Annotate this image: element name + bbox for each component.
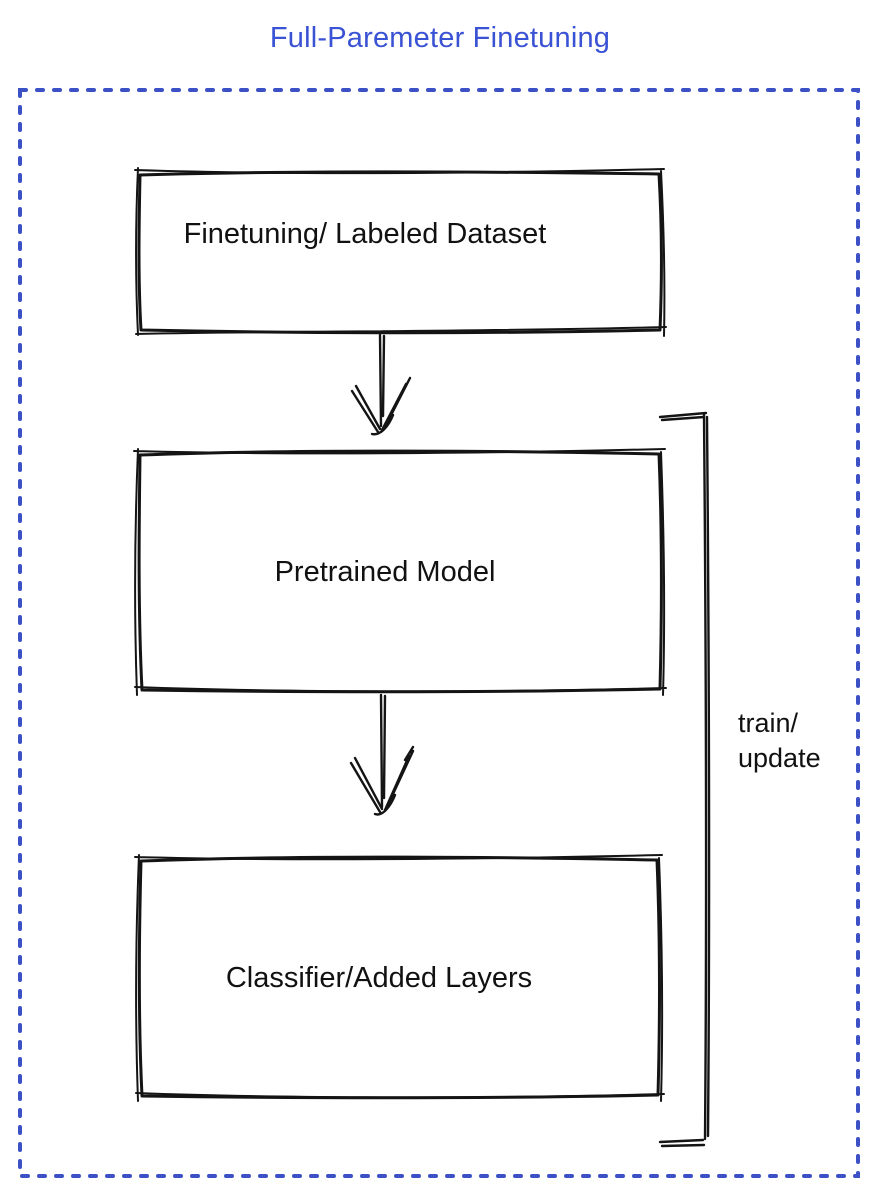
pretrained-model-box-sketch-lines — [133, 448, 667, 696]
diagram-title: Full-Paremeter Finetuning — [269, 22, 611, 54]
dataset-box — [134, 167, 667, 337]
bracket-top-tick — [658, 411, 708, 422]
arrow-head — [350, 376, 412, 436]
arrow-head — [349, 745, 415, 816]
arrow-shaft — [379, 693, 384, 809]
classifier-box-sketch-lines — [134, 854, 665, 1102]
arrow-shaft-double — [381, 334, 386, 418]
dataset-box-shape — [137, 170, 663, 335]
dataset-box-sketch-lines — [134, 167, 667, 337]
train-update-label-line1: train/ — [738, 708, 799, 738]
pretrained-model-box — [133, 448, 667, 696]
bracket-bottom-tick — [658, 1138, 706, 1148]
train-update-label-line2: update — [738, 743, 821, 773]
train-update-label: train/ update — [738, 706, 821, 776]
pretrained-model-box-shape — [137, 449, 663, 694]
classifier-box — [134, 854, 665, 1102]
arrow-shaft-double — [382, 694, 387, 800]
arrow-model-to-classifier — [349, 693, 415, 816]
classifier-box-shape — [137, 855, 661, 1100]
arrow-shaft — [378, 333, 383, 428]
train-update-bracket — [658, 411, 711, 1148]
dashed-boundary — [18, 88, 860, 1178]
bracket-vertical — [702, 412, 711, 1141]
arrow-dataset-to-model — [350, 333, 412, 436]
